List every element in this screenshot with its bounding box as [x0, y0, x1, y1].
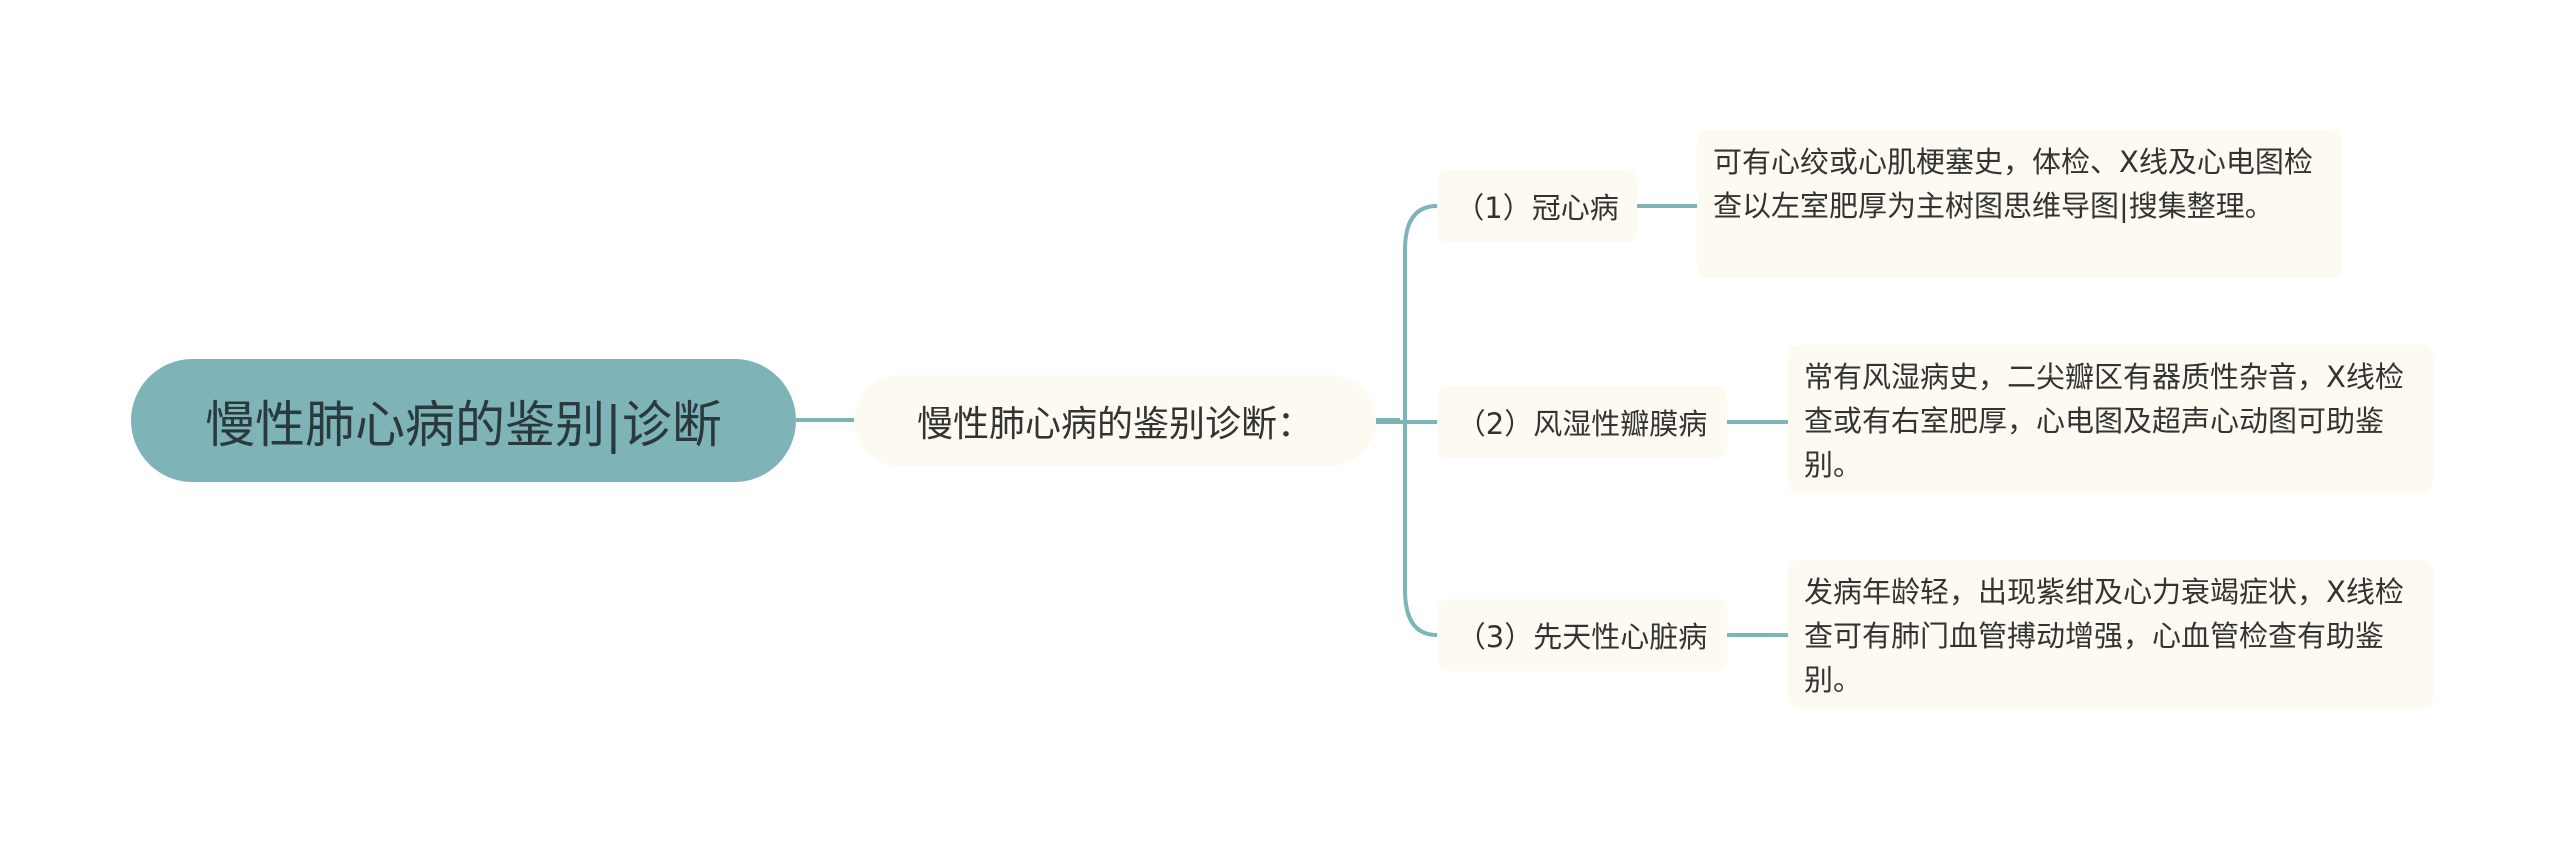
topic-node[interactable]: 慢性肺心病的鉴别诊断：	[854, 375, 1376, 466]
branch-label: （2）风湿性瓣膜病	[1456, 407, 1708, 441]
branch-label: （3）先天性心脏病	[1456, 620, 1708, 654]
root-node[interactable]: 慢性肺心病的鉴别|诊断	[131, 359, 796, 482]
detail-text: 常有风湿病史，二尖瓣区有器质性杂音，X线检查或有右室肥厚，心电图及超声心动图可助…	[1804, 360, 2404, 482]
detail-node-congenital-heart-disease[interactable]: 发病年龄轻，出现紫绀及心力衰竭症状，X线检查可有肺门血管搏动增强，心血管检查有助…	[1788, 560, 2433, 708]
detail-text: 发病年龄轻，出现紫绀及心力衰竭症状，X线检查可有肺门血管搏动增强，心血管检查有助…	[1804, 575, 2404, 697]
branch-label: （1）冠心病	[1455, 191, 1619, 225]
branch-node-coronary-heart-disease[interactable]: （1）冠心病	[1437, 170, 1637, 242]
branch-node-rheumatic-valvular-disease[interactable]: （2）风湿性瓣膜病	[1437, 386, 1727, 458]
detail-node-coronary-heart-disease[interactable]: 可有心绞或心肌梗塞史，体检、X线及心电图检查以左室肥厚为主树图思维导图|搜集整理…	[1697, 130, 2342, 278]
topic-node-label: 慢性肺心病的鉴别诊断：	[916, 403, 1313, 445]
root-node-label: 慢性肺心病的鉴别|诊断	[205, 395, 722, 454]
detail-node-rheumatic-valvular-disease[interactable]: 常有风湿病史，二尖瓣区有器质性杂音，X线检查或有右室肥厚，心电图及超声心动图可助…	[1788, 345, 2433, 493]
branch-node-congenital-heart-disease[interactable]: （3）先天性心脏病	[1437, 599, 1727, 671]
detail-text: 可有心绞或心肌梗塞史，体检、X线及心电图检查以左室肥厚为主树图思维导图|搜集整理…	[1713, 145, 2313, 223]
